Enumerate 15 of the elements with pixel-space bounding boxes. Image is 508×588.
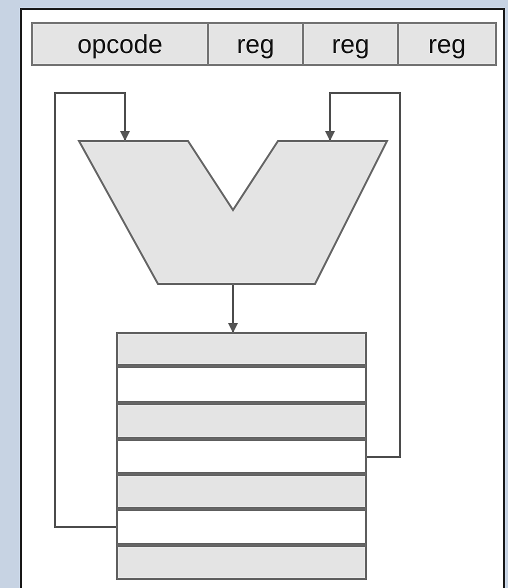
instruction-field: reg xyxy=(304,22,399,66)
register-row xyxy=(116,439,367,474)
register-row xyxy=(116,474,367,509)
register-row xyxy=(116,366,367,403)
arrow xyxy=(325,92,401,458)
instruction-field: reg xyxy=(399,22,497,66)
arrow xyxy=(54,92,130,528)
register-row xyxy=(116,509,367,545)
arrow xyxy=(228,285,238,333)
register-row xyxy=(116,332,367,366)
register-row xyxy=(116,545,367,580)
register-row xyxy=(116,403,367,439)
instruction-field: opcode xyxy=(31,22,209,66)
alu-shape xyxy=(78,140,388,285)
instruction-field: reg xyxy=(209,22,304,66)
